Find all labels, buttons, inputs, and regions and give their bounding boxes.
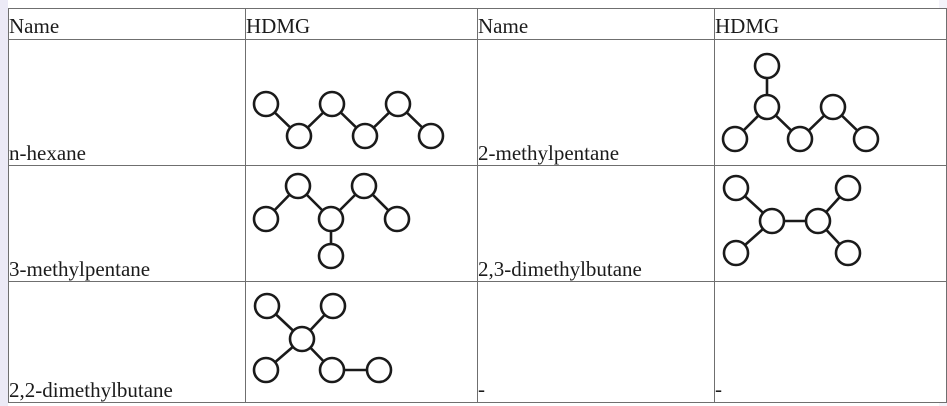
page-gutter-left: [0, 0, 8, 406]
graph-nodes: [252, 292, 393, 384]
hdmg-graph-2-3-dimethylbutane: [714, 165, 947, 282]
molecule-name-3-methylpentane: 3-methylpentane: [8, 165, 246, 282]
table-row: n-hexane: [8, 39, 947, 166]
column-header-name-right: Name: [477, 8, 715, 40]
hdmg-graph-n-hexane: [245, 39, 478, 166]
molecule-name-2-3-dimethylbutane: 2,3-dimethylbutane: [477, 165, 715, 282]
3-methylpentane-graph-svg: [252, 172, 411, 270]
graph-nodes: [252, 172, 411, 270]
molecule-name-2-methylpentane: 2-methylpentane: [477, 39, 715, 166]
2-3-dimethylbutane-graph-svg: [722, 174, 862, 267]
table-row: 3-methylpentane: [8, 165, 947, 282]
table-row: 2,2-dimethylbutane: [8, 281, 947, 403]
hdmg-graph-3-methylpentane: [245, 165, 478, 282]
graph-nodes: [721, 52, 880, 153]
empty-graph-placeholder: -: [714, 281, 947, 403]
molecule-name-2-2-dimethylbutane: 2,2-dimethylbutane: [8, 281, 246, 403]
hdmg-graph-2-2-dimethylbutane: [245, 281, 478, 403]
graph-nodes: [252, 90, 445, 150]
2-2-dimethylbutane-graph-svg: [252, 292, 393, 384]
empty-name-placeholder: -: [477, 281, 715, 403]
graph-nodes: [722, 174, 862, 267]
n-hexane-graph-svg: [252, 90, 445, 150]
graph-edges: [264, 304, 381, 372]
column-header-hdmg-left: HDMG: [245, 8, 478, 40]
hdmg-table-container: Name HDMG Name HDMG n-hexane: [8, 8, 947, 403]
hdmg-isomer-table: Name HDMG Name HDMG n-hexane: [8, 8, 947, 403]
hdmg-graph-2-methylpentane: [714, 39, 947, 166]
molecule-name-n-hexane: n-hexane: [8, 39, 246, 166]
2-methylpentane-graph-svg: [721, 52, 880, 153]
column-header-hdmg-right: HDMG: [714, 8, 947, 40]
table-header-row: Name HDMG Name HDMG: [8, 8, 947, 40]
column-header-name-left: Name: [8, 8, 246, 40]
